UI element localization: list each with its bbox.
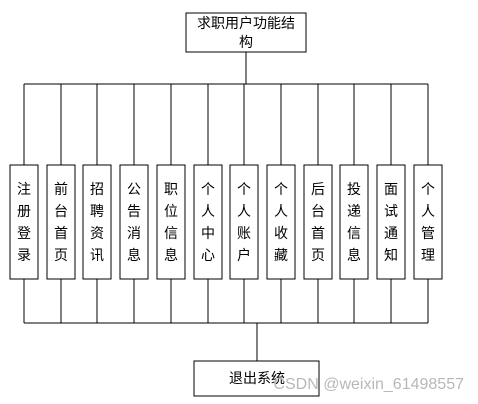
module-node: 个人收藏 [266,164,296,280]
exit-label: 退出系统 [229,371,285,387]
module-label: 职位信息 [164,182,178,264]
module-label: 注册登录 [17,182,31,264]
root-label-line1: 求职用户功能结 [197,15,295,32]
root-node: 求职用户功能结 构 [185,12,307,53]
module-label: 后台首页 [311,182,325,264]
root-label-line2: 构 [239,35,253,51]
module-box [229,164,259,280]
module-node: 投递信息 [339,164,369,280]
module-box [339,164,369,280]
connector-lines [23,52,429,361]
module-label: 招聘资讯 [90,182,104,264]
module-node: 个人中心 [193,164,223,280]
module-node: 前台首页 [46,164,76,280]
module-nodes: 注册登录 前台首页 招聘资讯 公告消息 职位信息 个人中心 个人账户 个人收藏 后台首页 投递信息… [9,164,443,280]
module-label: 前台首页 [54,181,68,264]
module-box [119,164,149,280]
module-box [82,164,112,280]
module-box [266,164,296,280]
root-box [185,12,307,53]
module-node: 个人账户 [229,164,259,280]
module-label: 个人管理 [421,182,435,264]
module-node: 面试通知 [376,164,406,280]
module-node: 后台首页 [303,164,333,280]
module-box [46,164,76,280]
module-box [376,164,406,280]
exit-box [193,360,320,397]
module-box [193,164,223,280]
module-label: 个人账户 [237,182,251,264]
exit-node: 退出系统 [193,360,320,397]
module-label: 个人中心 [201,182,215,264]
module-label: 面试通知 [384,182,398,264]
module-node: 招聘资讯 [82,164,112,280]
module-box [156,164,186,280]
module-node: 注册登录 [9,164,39,280]
module-box [303,164,333,280]
module-box [413,164,443,280]
module-label: 个人收藏 [274,182,288,264]
module-node: 职位信息 [156,164,186,280]
module-node: 公告消息 [119,164,149,280]
module-label: 公告消息 [127,182,141,264]
module-box [9,164,39,280]
csdn-watermark: CSDN @weixin_61498557 [273,376,464,393]
module-label: 投递信息 [347,182,361,264]
module-node: 个人管理 [413,164,443,280]
